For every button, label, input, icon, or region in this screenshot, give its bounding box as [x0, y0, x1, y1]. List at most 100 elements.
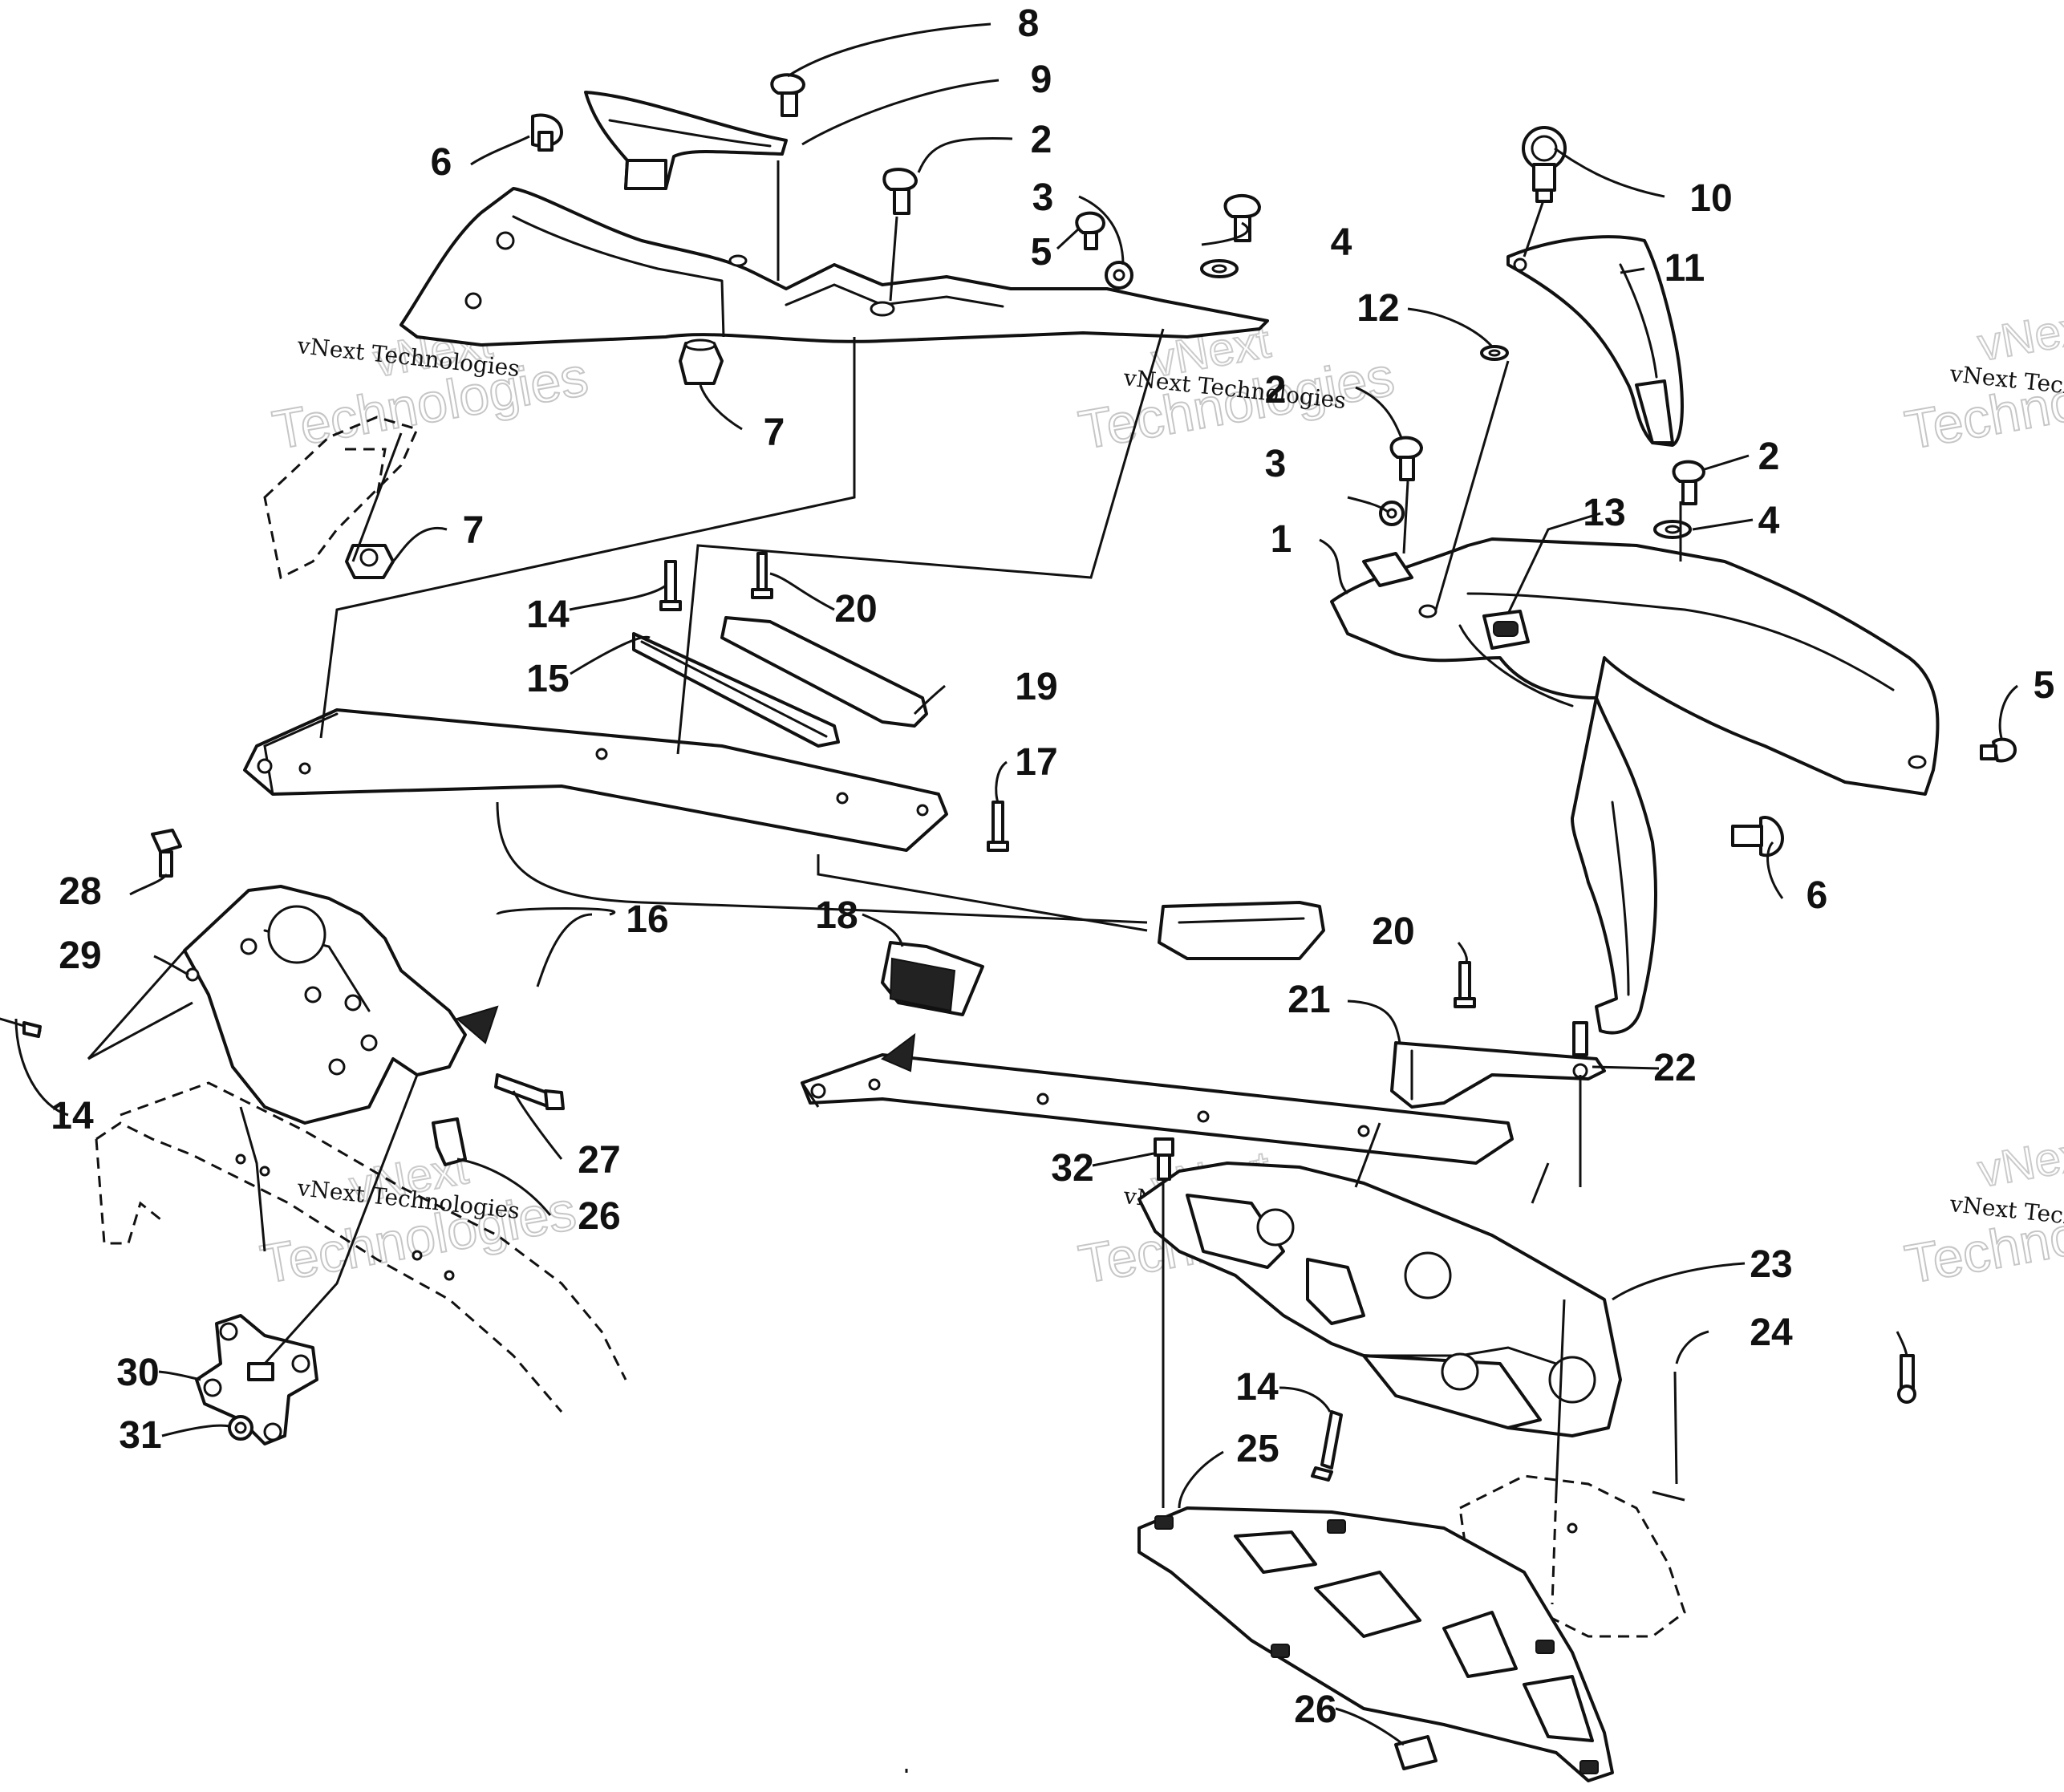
callout-3: 3: [1032, 176, 1054, 219]
callout-18: 18: [815, 894, 858, 937]
part-25-skid-plate: [1137, 1506, 1614, 1782]
callout-30: 30: [116, 1352, 159, 1394]
callout-19: 19: [1015, 666, 1057, 708]
callout-14: 14: [526, 594, 570, 636]
part-13-latch: [1482, 610, 1530, 650]
part-26-clip-bottom: [1394, 1735, 1438, 1770]
callout-22: 22: [1653, 1047, 1696, 1089]
callout-21: 21: [1287, 979, 1330, 1021]
callout-14: 14: [1235, 1366, 1279, 1409]
part-3-star-washer-a: [1105, 261, 1133, 290]
part-21-mount-bracket: [1390, 1041, 1606, 1109]
part-6-push-rivet-top: [531, 113, 563, 152]
part-2-screw-d: [1672, 460, 1705, 505]
part-2-screw-c: [1389, 436, 1423, 481]
part-32-screw: [1154, 1137, 1174, 1181]
watermark-brand: vNext: [1974, 1125, 2064, 1198]
part-16-lower-bar: [801, 1032, 1514, 1165]
callout-4: 4: [1758, 500, 1780, 542]
part-14-rivet-b: [0, 1017, 42, 1038]
part-26-clip-left: [432, 1117, 467, 1166]
callout-32: 32: [1051, 1147, 1093, 1190]
part-1-right-side-panel: [1330, 537, 1940, 1035]
callout-12: 12: [1356, 287, 1399, 330]
callout-14: 14: [51, 1095, 94, 1137]
part-2-screw-b: [1223, 193, 1261, 242]
part-5-screw-b: [1980, 737, 2017, 763]
watermark-left-bottom: Technologies vNext vNext Technologies: [255, 1141, 581, 1296]
part-29-column-housing: [183, 885, 499, 1125]
callout-2: 2: [1031, 119, 1052, 161]
callout-6: 6: [1807, 874, 1828, 917]
part-5-screw-a: [1075, 211, 1105, 250]
part-15-strap: [632, 632, 840, 748]
part-6-push-rivet-right: [1731, 816, 1784, 857]
part-8-screw: [770, 73, 805, 117]
callout-3: 3: [1265, 443, 1287, 485]
callout-10: 10: [1689, 177, 1732, 220]
callout-20: 20: [834, 588, 877, 630]
part-20-rivet-a: [751, 552, 773, 599]
part-10-ring-fastener: [1522, 126, 1567, 203]
callout-4: 4: [1331, 221, 1352, 264]
callout-9: 9: [1031, 59, 1052, 101]
callout-31: 31: [119, 1414, 161, 1457]
callout-8: 8: [1018, 2, 1040, 45]
assembly-lines: [14, 22, 2018, 1773]
callout-29: 29: [59, 935, 101, 977]
part-3-star-washer-b: [1379, 501, 1405, 526]
callout-15: 15: [526, 658, 569, 700]
part-31-nut: [228, 1415, 253, 1441]
part-20-rivet-b: [1454, 961, 1476, 1008]
part-18-grille: [881, 941, 984, 1016]
callout-5: 5: [1031, 231, 1052, 274]
part-27-bolt: [494, 1073, 565, 1110]
callout-28: 28: [59, 870, 101, 913]
part-1-upper-shroud-left: [399, 187, 1269, 347]
part-14-rivet-c: [1311, 1410, 1343, 1482]
part-22-screw: [1572, 1021, 1588, 1079]
callout-6: 6: [431, 141, 452, 184]
callout-1: 1: [1271, 518, 1292, 561]
callout-2: 2: [1265, 369, 1287, 412]
part-4-washer-b: [1653, 520, 1692, 539]
part-16-upper-bar: [243, 708, 948, 852]
watermark-right-top: Technologies vNext vNext Technologies: [1900, 298, 2064, 462]
callout-24: 24: [1750, 1312, 1793, 1354]
part-7-nut-upper: [679, 339, 724, 385]
part-24-push-pin: [1897, 1354, 1916, 1404]
part-17-rivet: [987, 801, 1009, 852]
callout-11: 11: [1665, 247, 1705, 290]
part-28-bolt: [151, 829, 182, 878]
watermark-center-top: Technologies vNext vNext Technologies: [1073, 314, 1399, 462]
callout-26: 26: [578, 1195, 620, 1238]
callout-25: 25: [1236, 1428, 1279, 1470]
part-4-washer-a: [1200, 259, 1239, 278]
callout-7: 7: [764, 412, 785, 454]
part-dashed-frame-left-bottom: [95, 1081, 627, 1413]
callout-5: 5: [2034, 664, 2055, 707]
callout-2: 2: [1758, 436, 1780, 478]
callout-labels: 8 9 6 2 3 5 4 7 7 10 11 12 2 3 2 13 4 1 …: [51, 2, 2054, 1731]
part-12-grommet: [1480, 345, 1509, 361]
part-14-rivet-a: [659, 560, 682, 611]
part-23-mount-tray: [1137, 1162, 1622, 1437]
part-dashed-frame-left-top: [263, 416, 420, 580]
callout-26: 26: [1294, 1689, 1336, 1731]
part-7-nut-lower: [345, 544, 395, 579]
callout-27: 27: [578, 1139, 620, 1182]
part-21-channel-bracket: [1158, 901, 1325, 960]
callout-7: 7: [463, 509, 485, 552]
callout-23: 23: [1750, 1243, 1792, 1286]
callout-16: 16: [626, 898, 668, 941]
part-2-screw-a: [882, 168, 918, 215]
callout-13: 13: [1583, 492, 1625, 534]
part-11-side-vent: [1506, 235, 1684, 447]
watermark-brand: vNext: [1974, 299, 2064, 371]
part-9-vent-duct: [584, 91, 788, 190]
part-19-bracket: [720, 616, 928, 728]
callout-17: 17: [1015, 741, 1057, 784]
callout-20: 20: [1372, 910, 1414, 953]
